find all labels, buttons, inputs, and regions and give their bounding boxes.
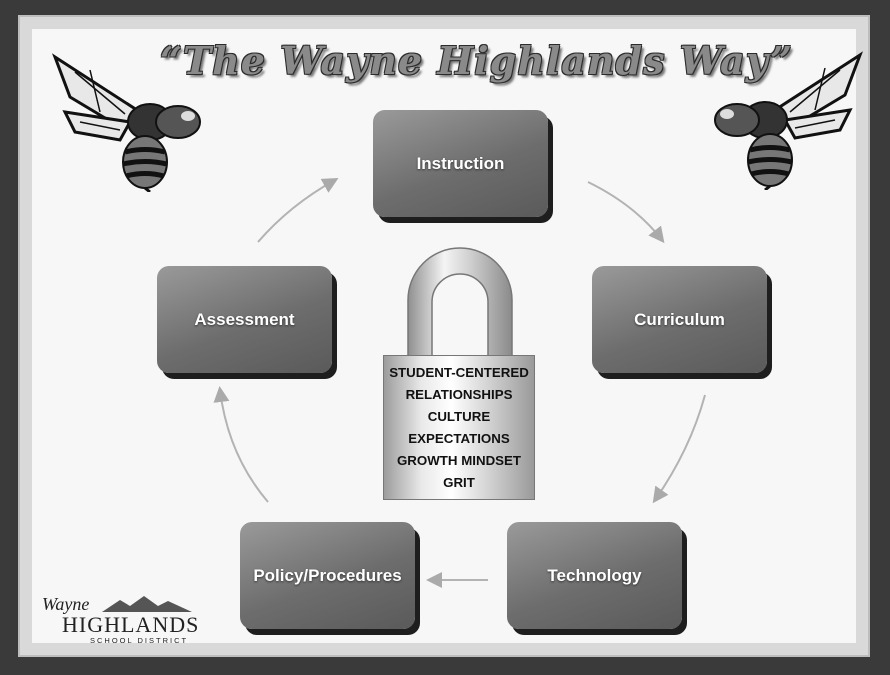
node-curriculum: Curriculum	[592, 266, 767, 373]
lock-line: CULTURE	[427, 409, 491, 424]
arrow-instruction-to-curriculum	[587, 181, 665, 244]
padlock-values: STUDENT-CENTERED RELATIONSHIPS CULTURE E…	[383, 362, 535, 494]
hornet-mascot-left-icon	[52, 53, 201, 192]
mountain-logo-icon	[102, 596, 192, 612]
lock-line: STUDENT-CENTERED	[389, 365, 529, 380]
district-logo: Wayne HIGHLANDS SCHOOL DISTRICT	[42, 592, 202, 648]
lock-line: GROWTH MINDSET	[396, 453, 522, 468]
node-instruction: Instruction	[373, 110, 548, 217]
arrow-assessment-to-instruction	[257, 178, 339, 243]
logo-wayne-text: Wayne	[42, 594, 90, 614]
padlock-shackle-icon	[407, 247, 513, 359]
diagram-title: “The Wayne Highlands Way”	[160, 38, 794, 83]
lock-line: EXPECTATIONS	[408, 431, 510, 446]
arrow-policy-to-assessment	[213, 386, 269, 503]
lock-line: GRIT	[443, 475, 475, 490]
arrow-curriculum-to-technology	[652, 394, 706, 504]
logo-highlands-text: HIGHLANDS	[62, 612, 200, 637]
lock-line: RELATIONSHIPS	[405, 387, 513, 402]
node-technology: Technology	[507, 522, 682, 629]
hornet-mascot-right-icon	[714, 51, 863, 190]
padlock-body	[383, 355, 535, 500]
node-policy-procedures: Policy/Procedures	[240, 522, 415, 629]
logo-district-text: SCHOOL DISTRICT	[90, 636, 189, 645]
node-assessment: Assessment	[157, 266, 332, 373]
